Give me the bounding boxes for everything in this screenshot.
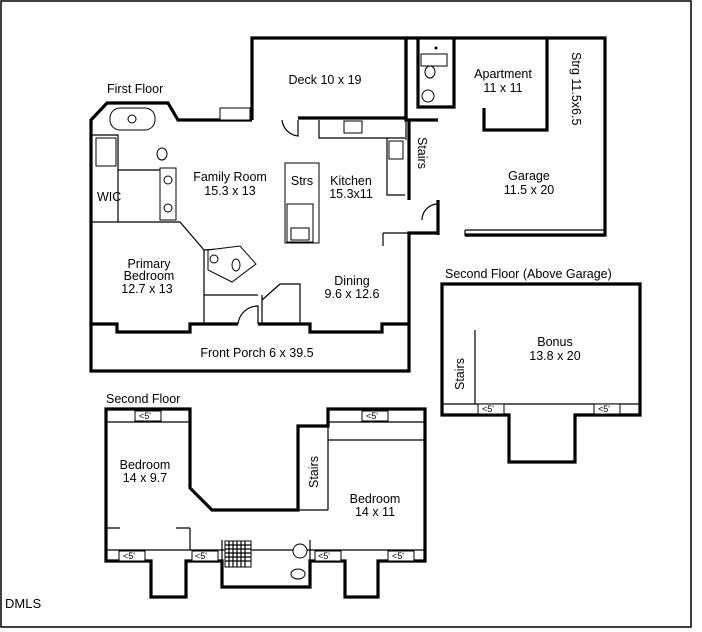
second-floor-outline xyxy=(104,407,427,599)
primary-bedroom-label-1: Primary xyxy=(127,257,171,271)
tub-drain-icon xyxy=(127,114,137,124)
garage-label: Garage xyxy=(508,169,550,183)
second-floor-sink-icon xyxy=(292,543,308,559)
second-floor-interior-walls xyxy=(106,421,425,561)
appliance-icon xyxy=(290,227,310,241)
second-floor-label: Second Floor xyxy=(106,392,180,406)
garage-dimensions: 11.5 x 20 xyxy=(504,183,555,197)
deck-label: Deck 10 x 19 xyxy=(289,73,362,87)
primary-bedroom-label-2: Bedroom xyxy=(124,269,175,283)
garage-entry-door-swing xyxy=(421,203,439,221)
apartment-dimensions: 11 x 11 xyxy=(483,81,522,95)
counter-icon xyxy=(420,53,448,67)
apartment-label: Apartment xyxy=(474,67,532,81)
height-box xyxy=(314,550,342,562)
height-box xyxy=(477,403,505,415)
dmls-watermark: DMLS xyxy=(5,596,41,611)
garage-door xyxy=(464,229,605,237)
second-floor-above-garage: Second Floor (Above Garage) Bonus 13.8 x… xyxy=(440,267,642,464)
apartment-shower-icon xyxy=(421,89,435,103)
height-box xyxy=(387,550,415,562)
half-bath-sink-icon xyxy=(209,254,219,264)
above-garage-label: Second Floor (Above Garage) xyxy=(445,267,612,281)
wic-label: WIC xyxy=(97,190,121,204)
bonus-outline xyxy=(440,282,642,464)
shower-grate-pattern xyxy=(225,541,251,567)
first-floor-label: First Floor xyxy=(107,82,163,96)
entry-stairs xyxy=(261,283,301,324)
height-mark: <5' xyxy=(598,404,610,414)
shower-icon xyxy=(95,137,117,167)
front-porch-outline xyxy=(89,324,411,373)
kitchen-label: Kitchen xyxy=(330,174,372,188)
main-stairs-label: Stairs xyxy=(415,137,429,169)
height-mark: <5' xyxy=(366,411,378,421)
storage-label: Strg 11.5x6.5 xyxy=(569,52,583,125)
bedroom-1-label: Bedroom xyxy=(120,458,171,472)
height-mark: <5' xyxy=(123,551,135,561)
front-door-swing xyxy=(237,305,259,325)
second-floor: Second Floor Bedroom 14 x 9.7 Stairs Bed… xyxy=(104,392,427,599)
bonus-stairs-label: Stairs xyxy=(453,358,467,390)
bonus-dimensions: 13.8 x 20 xyxy=(529,349,580,363)
sink-icon xyxy=(163,175,173,185)
height-box xyxy=(134,410,162,422)
second-floor-toilet-icon xyxy=(290,568,306,580)
family-room-dimensions: 15.3 x 13 xyxy=(204,184,255,198)
dining-dimensions: 9.6 x 12.6 xyxy=(325,287,380,301)
apartment-toilet-icon xyxy=(424,65,436,79)
front-porch-label: Front Porch 6 x 39.5 xyxy=(200,346,313,360)
kitchen-sink-icon xyxy=(343,120,363,134)
toilet-icon xyxy=(156,147,168,161)
family-room-label: Family Room xyxy=(193,170,267,184)
apartment-outline xyxy=(416,38,549,132)
first-floor: First Floor xyxy=(89,36,607,373)
height-box xyxy=(593,403,621,415)
sink-icon xyxy=(163,203,173,213)
deck-door-swing xyxy=(281,119,299,137)
height-mark: <5' xyxy=(392,551,404,561)
half-bath-toilet-icon xyxy=(231,258,241,272)
height-mark: <5' xyxy=(139,411,151,421)
strs-label: Strs xyxy=(291,174,313,188)
window-icon xyxy=(219,107,251,121)
height-box xyxy=(118,550,146,562)
second-floor-stairs-label: Stairs xyxy=(307,456,321,488)
range-icon xyxy=(388,140,404,160)
height-mark: <5' xyxy=(482,404,494,414)
height-box xyxy=(191,550,219,562)
bonus-label: Bonus xyxy=(537,335,572,349)
bedroom-2-dimensions: 14 x 11 xyxy=(355,505,395,519)
height-box xyxy=(361,410,389,422)
page-border xyxy=(0,0,692,628)
height-mark: <5' xyxy=(195,551,207,561)
fixture-dot xyxy=(434,46,438,50)
bedroom-2-label: Bedroom xyxy=(350,492,401,506)
primary-bedroom-dimensions: 12.7 x 13 xyxy=(121,282,172,296)
dining-label: Dining xyxy=(334,274,369,288)
bedroom-1-dimensions: 14 x 9.7 xyxy=(123,471,168,485)
height-mark: <5' xyxy=(318,551,330,561)
kitchen-dimensions: 15.3x11 xyxy=(329,187,373,201)
